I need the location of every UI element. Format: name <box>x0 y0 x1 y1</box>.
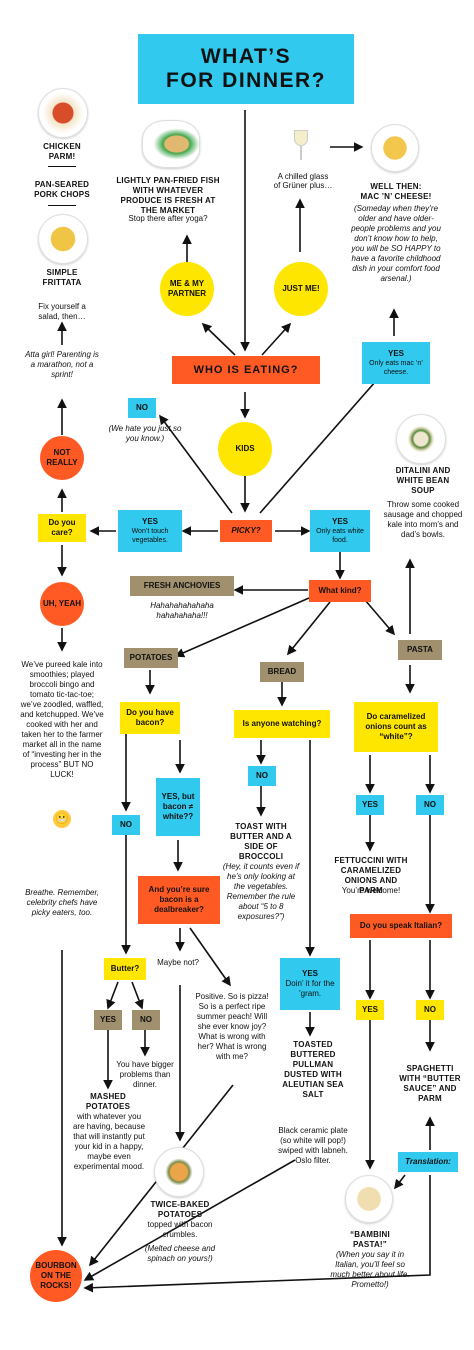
bambini-note: (When you say it in Italian, you’ll feel… <box>330 1250 410 1289</box>
frittata-label: SIMPLE FRITTATA <box>42 268 82 287</box>
yes-butter-box: YES <box>94 1010 122 1030</box>
wine-text-b: of Grüner plus… <box>273 181 333 190</box>
twice-baked-title: TWICE-BAKED POTATOES <box>150 1200 210 1219</box>
chicken-parm-image <box>38 88 88 138</box>
ditalini-note: Throw some cooked sausage and chopped ka… <box>383 500 463 539</box>
wine-glass-icon <box>294 130 308 164</box>
what-kind-box: What kind? <box>309 580 371 602</box>
fish-title: LIGHTLY PAN-FRIED FISH WITH WHATEVER PRO… <box>116 176 220 215</box>
spaghetti-title: SPAGHETTI WITH “BUTTER SAUCE” AND PARM <box>399 1064 461 1103</box>
anchovies-box: FRESH ANCHOVIES <box>130 576 234 596</box>
title-line1: WHAT’S <box>200 45 292 68</box>
potatoes-box: POTATOES <box>124 648 178 668</box>
yes-bacon-box: YES, but bacon ≠ white?? <box>156 778 200 836</box>
bigger-problems-text: You have bigger problems than dinner. <box>116 1060 174 1089</box>
picky-box: PICKY? <box>220 520 272 542</box>
yes-mac-box: YES Only eats mac ‘n’ cheese. <box>362 342 430 384</box>
no-top-box: NO <box>128 398 156 418</box>
frittata-image <box>38 214 88 264</box>
title-box: WHAT’S FOR DINNER? <box>138 34 354 104</box>
maybe-not-text: Maybe not? <box>157 958 199 967</box>
anchovies-note: Hahahahahahaha hahahahaha!!! <box>150 601 214 620</box>
toast-title: TOAST WITH BUTTER AND A SIDE OF BROCCOLI <box>230 822 292 861</box>
me-partner-circle: ME & MY PARTNER <box>160 262 214 316</box>
yes-white-label: YES <box>331 517 348 526</box>
divider <box>48 166 76 167</box>
doin-it-label: YES <box>301 969 318 978</box>
yes-veg-label: YES <box>141 517 158 526</box>
bacon-question-box: Do you have bacon? <box>120 702 180 734</box>
toast-note: (Hey, it counts even if he’s only lookin… <box>222 862 300 921</box>
grimace-emoji-icon: 😬 <box>53 810 71 828</box>
fish-note: Stop there after yoga? <box>128 214 208 223</box>
caramelized-question-box: Do caramelized onions count as “white”? <box>354 702 438 752</box>
no-watch-box: NO <box>248 766 276 786</box>
yes-italian-box: YES <box>356 1000 384 1020</box>
watching-question-box: Is anyone watching? <box>234 710 330 738</box>
italian-question-box: Do you speak Italian? <box>350 914 452 938</box>
twice-baked-italic: (Melted cheese and spinach on yours!) <box>144 1244 216 1263</box>
yes-mac-note: Only eats mac ‘n’ cheese. <box>369 360 423 376</box>
no-onion-box: NO <box>416 795 444 815</box>
no-top-note: (We hate you just so you know.) <box>108 424 182 443</box>
pasta-box: PASTA <box>398 640 442 660</box>
doin-it-box: YES Doin’ it for the ’gram. <box>280 958 340 1010</box>
no-butter-box: NO <box>132 1010 160 1030</box>
sure-bacon-text: And you’re sure bacon is a dealbreaker? <box>148 885 210 914</box>
bread-box: BREAD <box>260 662 304 682</box>
mac-title: Well then: MAC ’N’ CHEESE! <box>360 182 432 201</box>
pullman-note: Black ceramic plate (so white will pop!)… <box>278 1126 348 1165</box>
salad-text: Fix yourself a salad, then… <box>38 302 86 321</box>
no-bacon-box: NO <box>112 815 140 835</box>
chicken-parm-label: CHICKEN PARM! <box>43 142 81 161</box>
divider <box>48 205 76 206</box>
yes-white-box: YES Only eats white food. <box>310 510 370 552</box>
translation-box: Translation: <box>398 1152 458 1172</box>
bambini-pasta-image <box>345 1175 393 1223</box>
doin-it-note: Doin’ it for the ’gram. <box>285 979 335 998</box>
mac-note: (Someday when they’re older and have old… <box>351 204 441 283</box>
fish-image <box>142 120 200 168</box>
yes-white-note: Only eats white food. <box>316 528 364 544</box>
just-me-circle: JUST ME! <box>274 262 328 316</box>
bambini-title: “BAMBINI PASTA!” <box>350 1230 390 1249</box>
atta-girl-text: Atta girl! Parenting is a marathon, not … <box>25 350 99 379</box>
positive-text: Positive. So is pizza! So is a perfect r… <box>195 992 269 1061</box>
ditalini-soup-image <box>396 414 446 464</box>
twice-baked-potato-image <box>154 1147 204 1197</box>
wine-text-a: A chilled glass <box>277 172 329 181</box>
fettuccini-note: You’re welcome! <box>341 886 401 895</box>
yes-onion-box: YES <box>356 795 384 815</box>
mac-cheese-image <box>371 124 419 172</box>
butter-question-box: Butter? <box>104 958 146 980</box>
bourbon-circle: BOURBON ON THE ROCKS! <box>30 1250 82 1302</box>
yes-mac-label: YES <box>387 349 404 358</box>
pork-chops-label: PAN-SEARED PORK CHOPS <box>34 180 90 199</box>
do-you-care-box: Do you care? <box>38 514 86 542</box>
no-italian-box: NO <box>416 1000 444 1020</box>
ditalini-title: DITALINI AND WHITE BEAN SOUP <box>395 466 451 495</box>
mashed-title: MASHED POTATOES <box>85 1092 131 1111</box>
twice-baked-note: topped with bacon crumbles. <box>147 1220 213 1239</box>
yes-veg-box: YES Won’t touch vegetables. <box>118 510 182 552</box>
who-is-eating-box: WHO IS EATING? <box>172 356 320 384</box>
kale-story-text: We’ve pureed kale into smoothies; played… <box>20 660 104 779</box>
kids-circle: KIDS <box>218 422 272 476</box>
mashed-note: with whatever you are having, because th… <box>72 1112 146 1171</box>
breathe-text: Breathe. Remember, celebrity chefs have … <box>25 888 99 917</box>
title-line2: FOR DINNER? <box>166 69 326 92</box>
pullman-title: TOASTED BUTTERED PULLMAN DUSTED WITH ALE… <box>282 1040 344 1099</box>
not-really-circle: NOT REALLY <box>40 436 84 480</box>
yes-veg-note: Won’t touch vegetables. <box>131 528 169 544</box>
sure-bacon-box: And you’re sure bacon is a dealbreaker? <box>138 876 220 924</box>
uh-yeah-circle: UH, YEAH <box>40 582 84 626</box>
fettuccini-title: FETTUCCINI WITH CARAMELIZED ONIONS AND P… <box>334 856 408 895</box>
